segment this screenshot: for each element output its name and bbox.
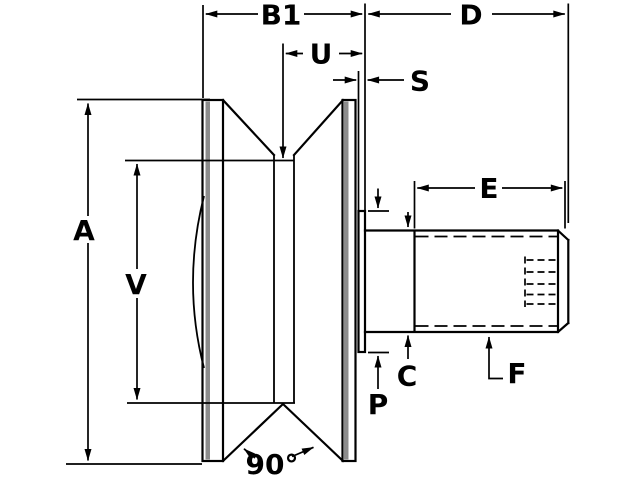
threaded-stud (363, 228, 570, 334)
dim-d-label: D (459, 0, 482, 32)
dim-b1: B1 (202, 0, 366, 211)
wheel-right-rim (341, 98, 357, 463)
callout-f-label: F (507, 357, 526, 390)
dim-s-label: S (410, 65, 430, 98)
dim-v: V (125, 159, 295, 404)
dim-c-label: C (397, 360, 418, 393)
dim-p: P (368, 188, 389, 421)
dim-s: S (333, 65, 430, 211)
dim-a-label: A (73, 214, 95, 247)
wheel-left-rim (201, 98, 225, 463)
dim-e: E (413, 172, 566, 229)
groove-root-edges (273, 155, 295, 403)
wheel-left-rim-shading (205, 101, 210, 460)
callout-f-leader (485, 336, 503, 380)
hub-crown-arc (192, 195, 205, 369)
dim-v-label: V (125, 268, 147, 301)
groove-bottom-flanks (221, 402, 345, 463)
groove-angle-arrow-left (243, 448, 256, 459)
callout-f: F (485, 336, 527, 390)
dim-c: C (397, 212, 418, 393)
dim-b1-label: B1 (261, 0, 302, 32)
dim-e-label: E (479, 172, 498, 205)
dim-u: U (279, 38, 363, 159)
groove-angle-label: 90° (246, 448, 299, 480)
internal-socket-hidden-lines (524, 256, 559, 307)
thread-minor-diameter-lines (415, 235, 558, 327)
dim-a: A (66, 98, 210, 465)
spacer-washer (357, 209, 367, 354)
dim-d: D (367, 0, 570, 223)
wheel-body (192, 98, 357, 463)
stud-outline (363, 228, 570, 334)
callout-groove-angle: 90° (243, 446, 314, 480)
dim-u-label: U (310, 38, 333, 71)
groove-angle-arrow-right (291, 446, 314, 458)
dim-p-label: P (368, 388, 389, 421)
wheel-right-rim-shading (344, 101, 349, 460)
groove-top-flanks (221, 98, 345, 157)
